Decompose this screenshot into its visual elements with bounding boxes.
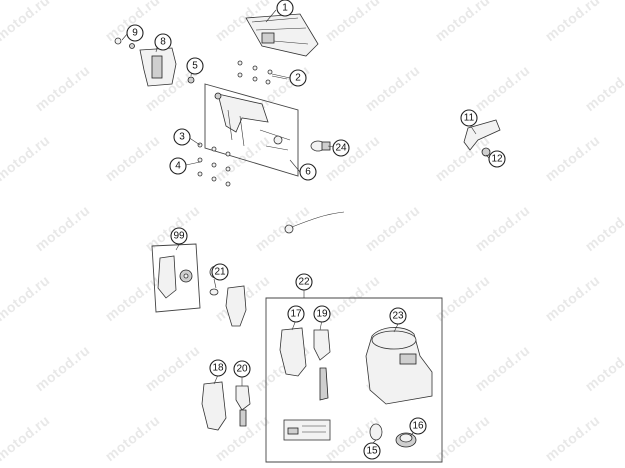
svg-text:23: 23 xyxy=(392,311,404,322)
svg-text:15: 15 xyxy=(366,446,378,457)
callout-3: 3 xyxy=(173,128,191,146)
callout-2: 2 xyxy=(289,69,307,87)
part-20-key xyxy=(235,385,251,427)
svg-text:22: 22 xyxy=(298,277,310,288)
svg-text:2: 2 xyxy=(295,73,301,84)
callout-20: 20 xyxy=(233,360,251,378)
svg-text:18: 18 xyxy=(212,363,224,374)
part-18-switch xyxy=(201,381,227,431)
part-15-ring xyxy=(369,423,383,441)
svg-text:17: 17 xyxy=(290,309,302,320)
part-6-panel xyxy=(204,83,299,177)
part-1-bracket xyxy=(245,13,319,57)
svg-text:20: 20 xyxy=(236,364,248,375)
svg-text:21: 21 xyxy=(214,267,226,278)
svg-text:19: 19 xyxy=(316,309,328,320)
callout-11: 11 xyxy=(460,109,478,127)
callout-18: 18 xyxy=(209,359,227,377)
part-5-nut xyxy=(187,76,195,84)
callout-23: 23 xyxy=(389,307,407,325)
part-8-bracket xyxy=(114,37,177,87)
svg-text:3: 3 xyxy=(179,132,185,143)
callout-17: 17 xyxy=(287,305,305,323)
callout-6: 6 xyxy=(299,163,317,181)
svg-text:12: 12 xyxy=(491,154,503,165)
callout-21: 21 xyxy=(211,263,229,281)
label-plate xyxy=(283,419,331,441)
part-3-4-screws xyxy=(197,142,231,187)
svg-text:9: 9 xyxy=(132,28,138,39)
part-19-key xyxy=(313,329,331,401)
part-24-plug xyxy=(310,140,331,152)
svg-text:5: 5 xyxy=(192,61,198,72)
svg-text:1: 1 xyxy=(282,3,288,14)
svg-text:8: 8 xyxy=(160,37,166,48)
part-11-bracket xyxy=(463,119,501,157)
part-17-switch xyxy=(279,327,307,377)
svg-text:24: 24 xyxy=(335,143,347,154)
callout-4: 4 xyxy=(169,157,187,175)
callout-24: 24 xyxy=(332,139,350,157)
callout-22: 22 xyxy=(295,273,313,291)
part-22-kit-box xyxy=(265,297,443,463)
svg-text:11: 11 xyxy=(464,113,475,124)
part-23-module xyxy=(365,327,433,405)
cable-sensor xyxy=(284,211,345,234)
callout-16: 16 xyxy=(409,417,427,435)
callout-19: 19 xyxy=(313,305,331,323)
callout-5: 5 xyxy=(186,57,204,75)
callout-99: 99 xyxy=(170,227,188,245)
callout-12: 12 xyxy=(488,150,506,168)
svg-text:6: 6 xyxy=(305,167,311,178)
part-16-cap xyxy=(395,432,417,448)
callout-1: 1 xyxy=(276,0,294,17)
callout-9: 9 xyxy=(126,24,144,42)
part-2-screws xyxy=(237,60,288,85)
svg-text:16: 16 xyxy=(412,421,424,432)
callout-15: 15 xyxy=(363,442,381,460)
part-99-assembly xyxy=(151,243,201,313)
callout-8: 8 xyxy=(154,33,172,51)
svg-text:4: 4 xyxy=(175,161,181,172)
svg-text:99: 99 xyxy=(173,231,185,242)
